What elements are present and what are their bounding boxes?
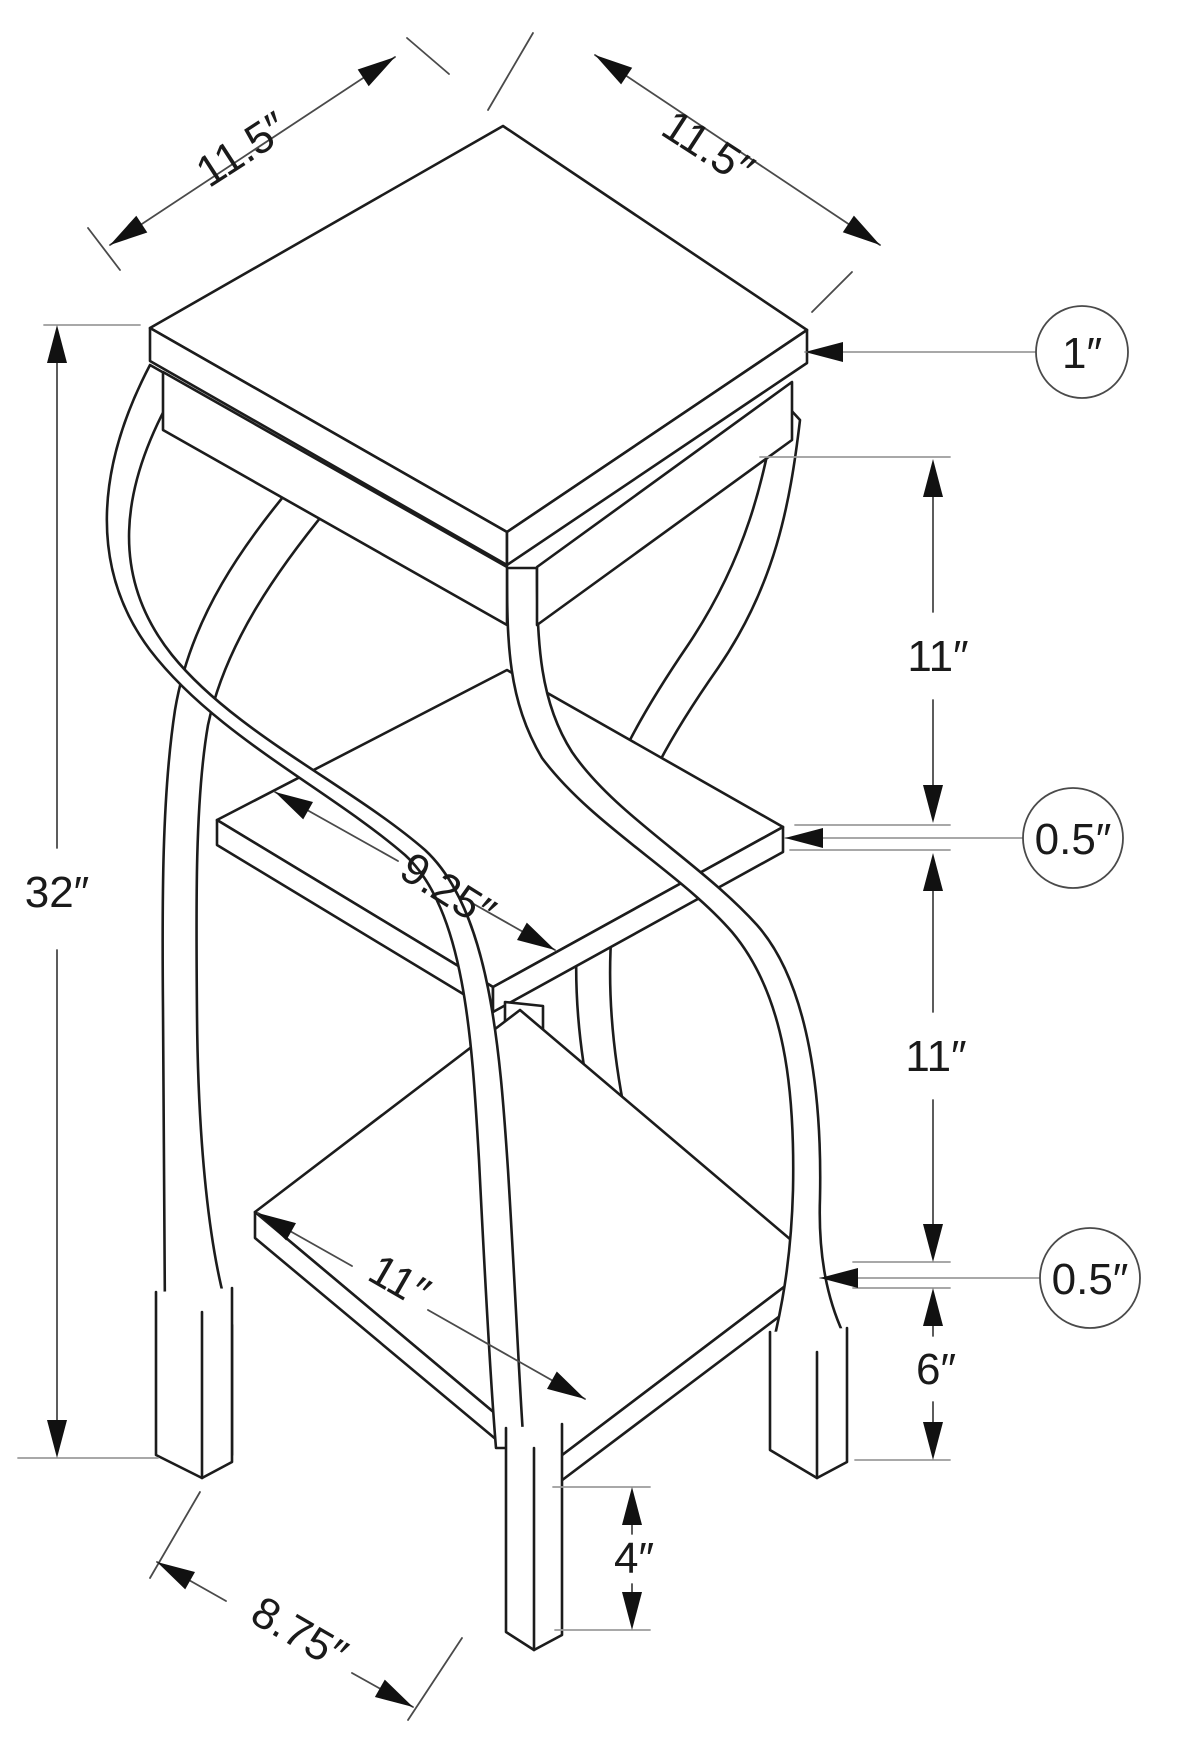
dim-top-width-label: 11.5″: [188, 103, 297, 197]
apron-left-face: [161, 370, 509, 627]
dim-top-thickness-label: 1″: [1062, 329, 1102, 378]
dim-upper-spacing-label: 11″: [907, 632, 968, 681]
apron: [161, 370, 794, 627]
bottom-shelf-top-face: [253, 1008, 819, 1464]
left-foot-post: [154, 1286, 234, 1480]
bottom-shelf: [253, 1008, 819, 1489]
right-foot-post: [768, 1326, 849, 1480]
dim-lower-spacing-label: 11″: [905, 1032, 966, 1081]
tabletop-right-face: [505, 328, 809, 567]
dim-top-depth-label: 11.5″: [653, 101, 762, 195]
dimension-ticks: [87, 32, 853, 1721]
middle-shelf-top-face: [215, 668, 785, 989]
dim-top-depth-line: [594, 54, 881, 246]
tabletop: [148, 124, 809, 567]
middle-shelf-thickness-callout-circle: [1022, 787, 1124, 889]
top-thickness-callout-circle: [1035, 305, 1129, 399]
dim-bottom-shelf-thickness-label: 0.5″: [1052, 1255, 1129, 1304]
apron-right-face: [535, 380, 794, 627]
dim-overall-height-label: 32″: [25, 868, 90, 917]
dim-shelf-to-floor-label: 6″: [916, 1345, 956, 1394]
front-foot-post: [504, 1422, 564, 1652]
dimension-arrows: [47, 55, 943, 1707]
dim-foot-height-label: 4″: [614, 1534, 654, 1583]
dim-top-width-line: [109, 56, 396, 246]
dim-middle-shelf-thickness-label: 0.5″: [1035, 815, 1112, 864]
extension-lines: [17, 324, 1041, 1631]
bottom-shelf-thickness-callout-circle: [1039, 1227, 1141, 1329]
dimension-labels: 11.5″ 11.5″ 1″ 11″ 0.5″ 9.25″ 11″ 0.5″ 3…: [25, 101, 1129, 1680]
callout-circles: [1022, 305, 1141, 1329]
dim-base-width-label: 8.75″: [243, 1587, 355, 1680]
